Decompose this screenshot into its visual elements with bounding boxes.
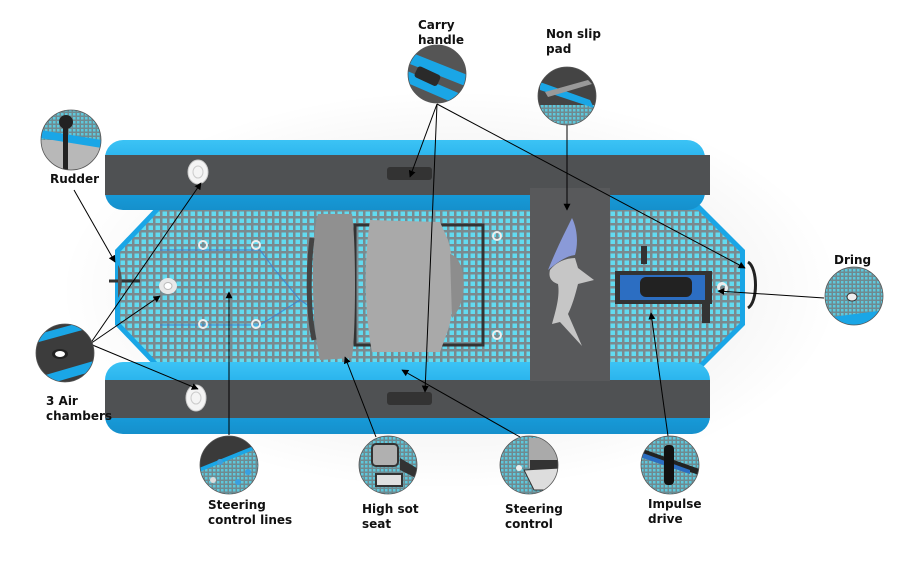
pontoon-bottom (105, 362, 710, 434)
detail-rudder-circle (41, 110, 101, 170)
label-steering-control-lines: Steering control lines (208, 498, 293, 527)
brand-logo-body (549, 258, 594, 346)
brand-logo-fin (548, 218, 577, 270)
detail-dring-circle (825, 267, 883, 325)
seat (306, 214, 485, 360)
detail-impulse-drive-circle (641, 436, 699, 494)
label-dring: Dring (834, 253, 872, 267)
detail-steering-control-circle (500, 436, 558, 494)
label-rudder: Rudder (50, 172, 100, 186)
label-high-sot-seat: High sot seat (362, 502, 419, 531)
rudder (109, 265, 140, 298)
label-carry-handle: Carry handle (418, 18, 465, 47)
detail-non-slip-pad-circle (538, 67, 596, 125)
label-non-slip-pad: Non slip pad (546, 27, 601, 56)
label-impulse-drive: Impulse drive (648, 497, 702, 526)
label-steering-control: Steering control (505, 502, 563, 531)
non-slip-pad (530, 188, 610, 381)
detail-carry-handle-circle (408, 45, 466, 103)
callout-arrows (73, 103, 825, 438)
pontoon-top (105, 140, 710, 210)
detail-steering-lines-circle (200, 436, 258, 494)
label-air-chambers: 3 Air chambers (46, 394, 113, 423)
impulse-drive (615, 246, 757, 323)
detail-seat-circle (359, 436, 417, 494)
